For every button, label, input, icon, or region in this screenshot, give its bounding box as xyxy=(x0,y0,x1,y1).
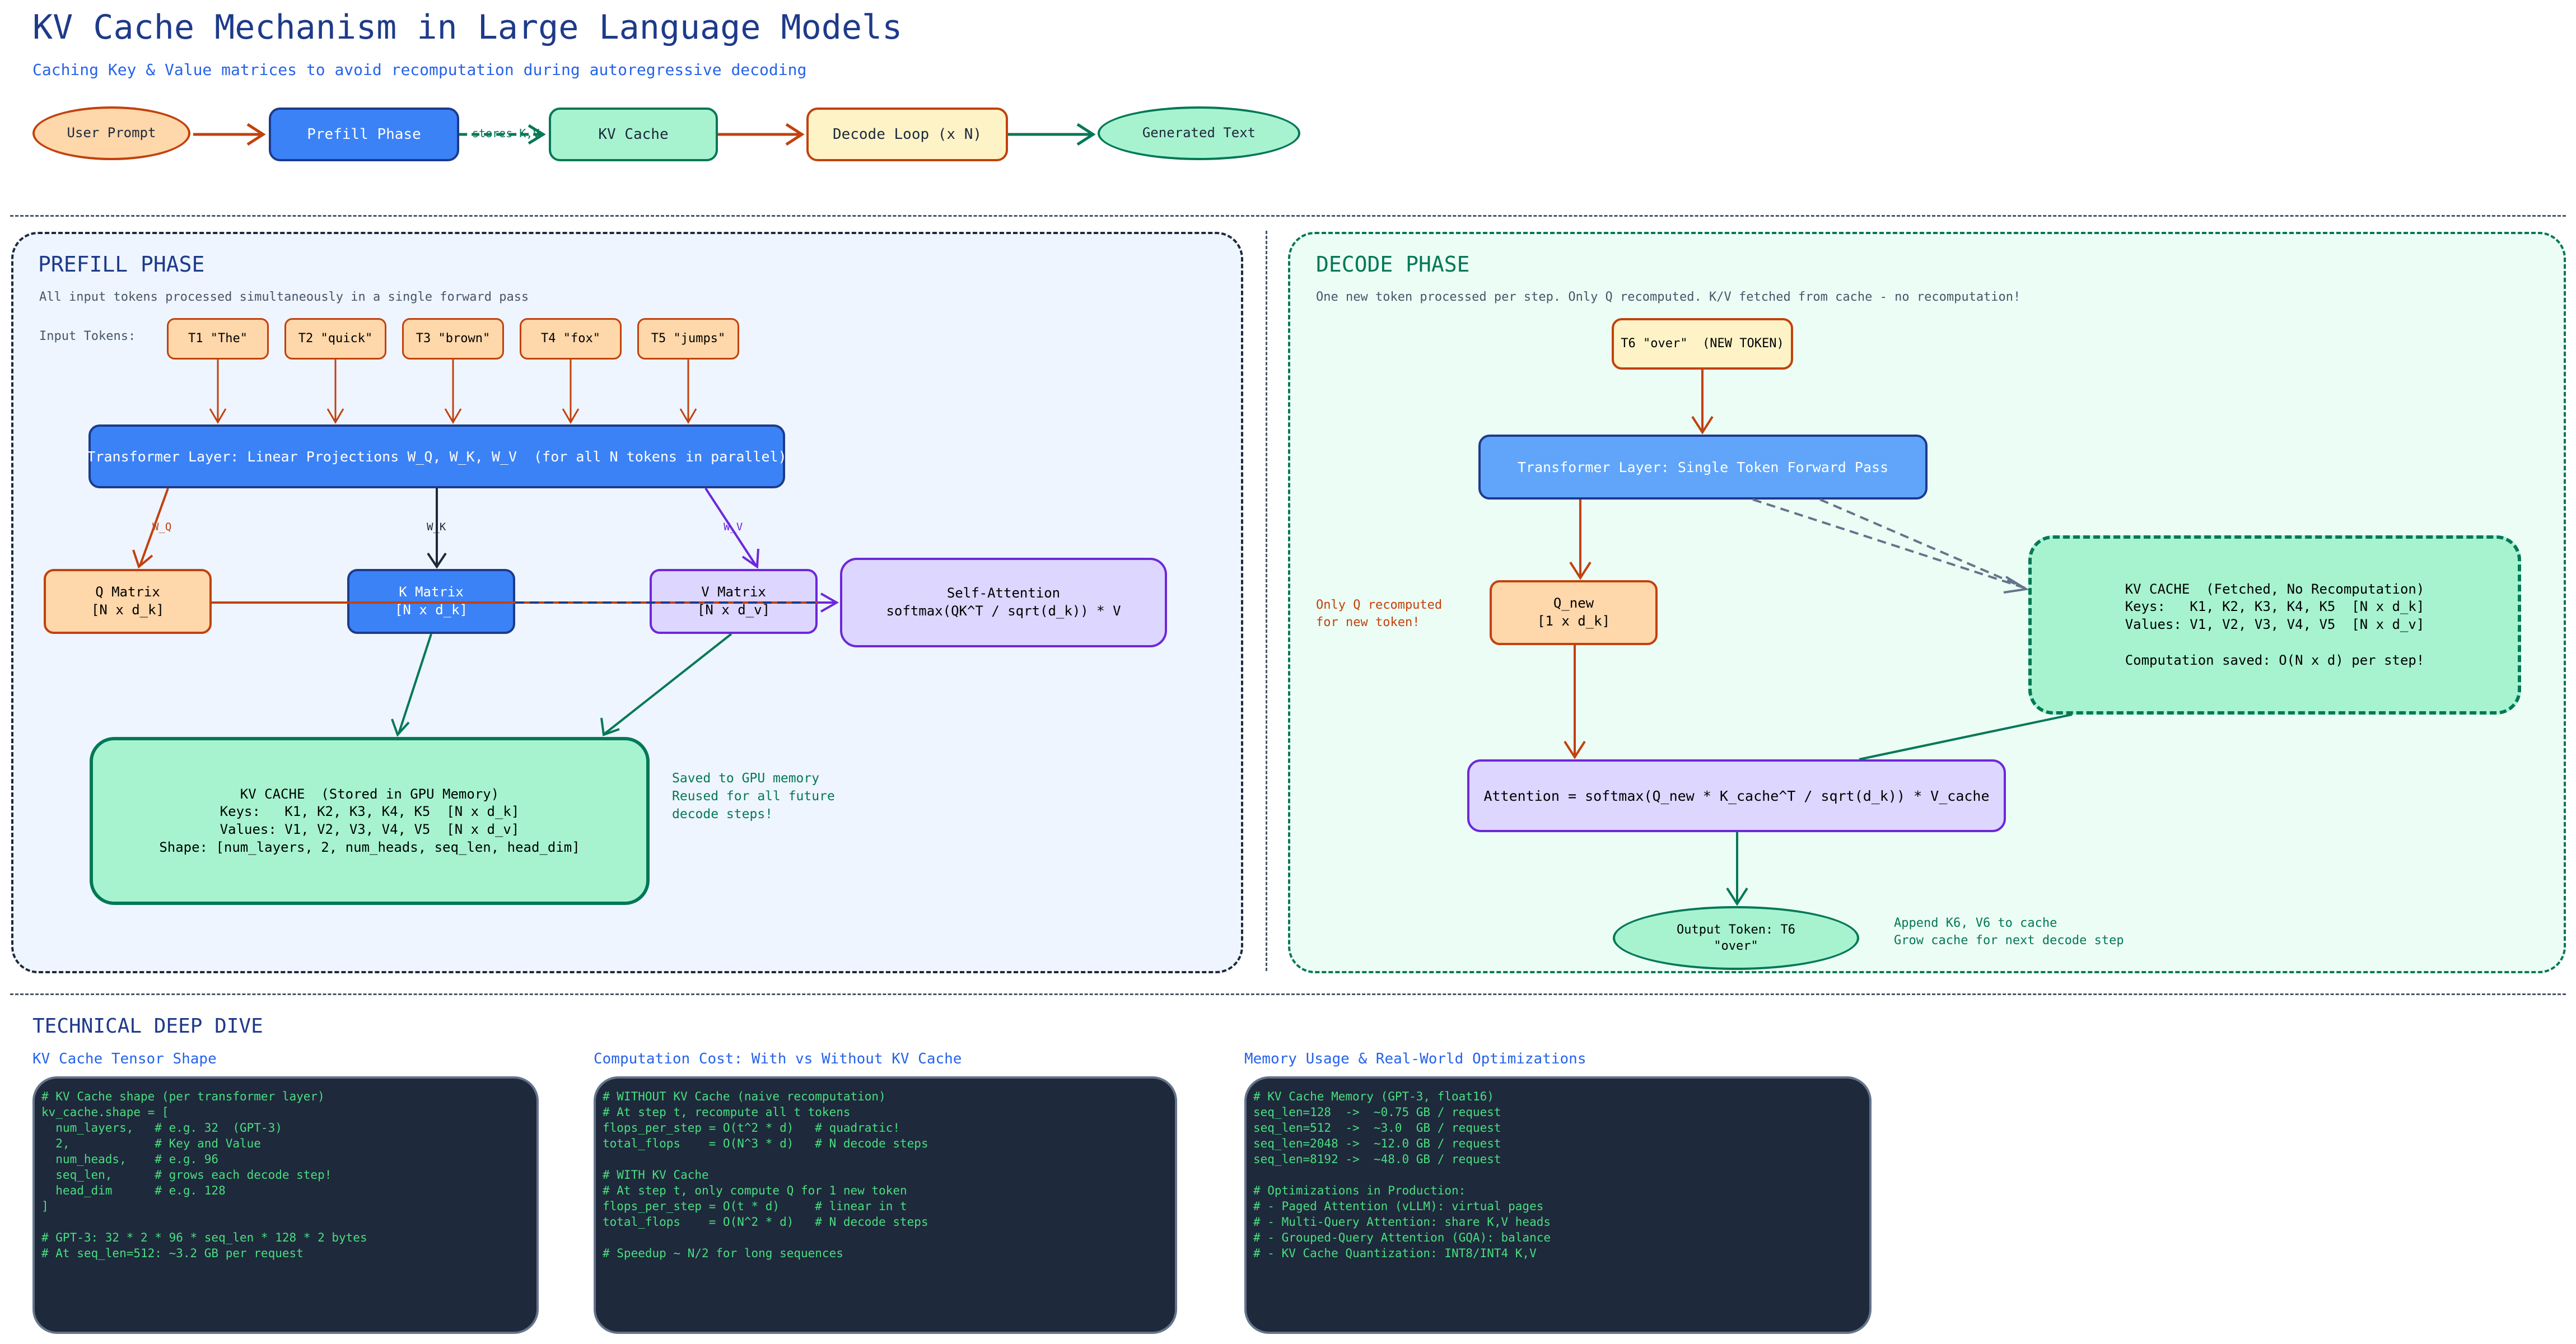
separator-vertical xyxy=(1266,231,1267,971)
prefill-note: All input tokens processed simultaneousl… xyxy=(39,290,529,304)
decode-kv-cache: KV CACHE (Fetched, No Recomputation) Key… xyxy=(2028,535,2521,715)
overview-kv-cache: KV Cache xyxy=(549,108,718,161)
input-tokens-label: Input Tokens: xyxy=(39,329,136,343)
q-new: Q_new [1 x d_k] xyxy=(1490,580,1658,645)
decode-arrows xyxy=(1564,370,2073,906)
overview-decode-loop: Decode Loop (x N) xyxy=(806,108,1008,161)
computation-cost-heading: Computation Cost: With vs Without KV Cac… xyxy=(594,1051,962,1067)
output-token: Output Token: T6 "over" xyxy=(1613,906,1859,970)
decode-attention: Attention = softmax(Q_new * K_cache^T / … xyxy=(1467,759,2006,832)
token-t1: T1 "The" xyxy=(167,318,269,360)
qkv-to-attention-lines xyxy=(212,592,839,613)
overview-user-prompt: User Prompt xyxy=(32,106,190,160)
only-q-note: Only Q recomputed for new token! xyxy=(1316,598,1443,629)
decode-title: DECODE PHASE xyxy=(1316,252,1470,277)
wq-label: W_Q xyxy=(152,521,172,533)
prefill-kv-cache: KV CACHE (Stored in GPU Memory) Keys: K1… xyxy=(90,737,650,905)
append-note: Append K6, V6 to cache Grow cache for ne… xyxy=(1894,916,2124,948)
prefill-transformer-layer: Transformer Layer: Linear Projections W_… xyxy=(87,424,787,488)
projection-arrows xyxy=(132,487,759,569)
memory-usage-heading: Memory Usage & Real-World Optimizations xyxy=(1244,1051,1586,1067)
tensor-shape-code: # KV Cache shape (per transformer layer)… xyxy=(32,1076,539,1334)
overview-generated-text: Generated Text xyxy=(1098,106,1300,160)
token-arrows xyxy=(209,360,697,424)
token-t4: T4 "fox" xyxy=(520,318,622,360)
page-title: KV Cache Mechanism in Large Language Mod… xyxy=(32,8,903,47)
deep-dive-title: TECHNICAL DEEP DIVE xyxy=(32,1015,263,1038)
decode-transformer-layer: Transformer Layer: Single Token Forward … xyxy=(1478,435,1928,500)
token-t5: T5 "jumps" xyxy=(637,318,739,360)
separator-top xyxy=(10,215,2566,217)
saved-note: Saved to GPU memory Reused for all futur… xyxy=(672,771,835,822)
q-matrix: Q Matrix [N x d_k] xyxy=(44,569,212,634)
memory-usage-code: # KV Cache Memory (GPT-3, float16) seq_l… xyxy=(1244,1076,1872,1334)
decode-note: One new token processed per step. Only Q… xyxy=(1316,290,2021,304)
kv-to-cache-arrows xyxy=(391,633,732,737)
page-subtitle: Caching Key & Value matrices to avoid re… xyxy=(32,60,807,79)
token-t3: T3 "brown" xyxy=(402,318,504,360)
computation-cost-code: # WITHOUT KV Cache (naive recomputation)… xyxy=(594,1076,1177,1334)
separator-bottom xyxy=(10,993,2566,995)
self-attention: Self-Attention softmax(QK^T / sqrt(d_k))… xyxy=(840,558,1167,647)
overview-arrows xyxy=(193,123,1096,146)
new-token-t6: T6 "over" (NEW TOKEN) xyxy=(1612,318,1793,370)
token-t2: T2 "quick" xyxy=(284,318,386,360)
overview-prefill-phase: Prefill Phase xyxy=(269,108,459,161)
prefill-title: PREFILL PHASE xyxy=(38,252,205,277)
tensor-shape-heading: KV Cache Tensor Shape xyxy=(32,1051,217,1067)
